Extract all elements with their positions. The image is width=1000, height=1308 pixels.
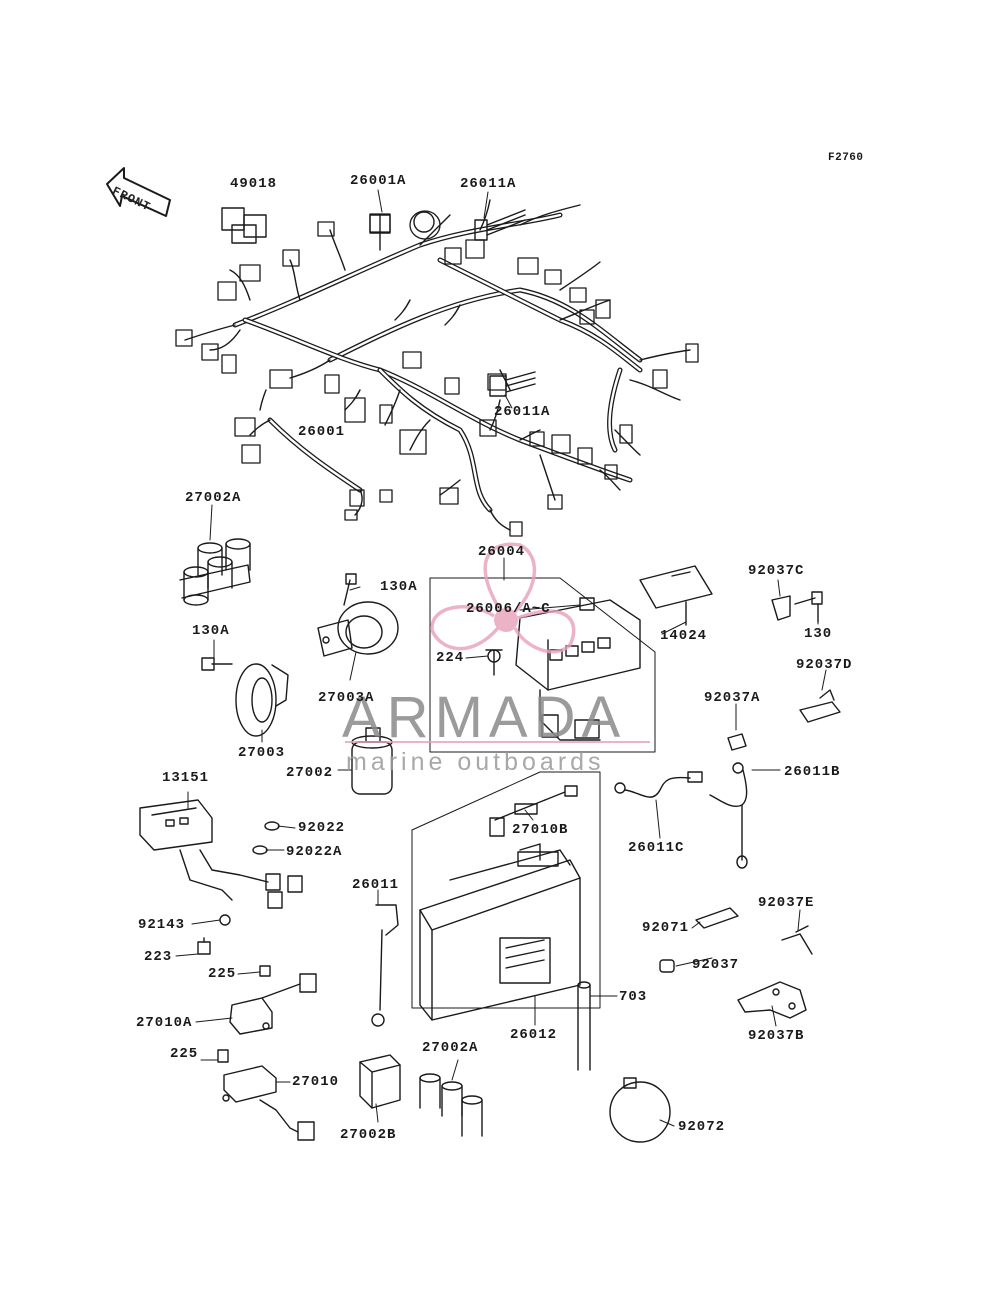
- callout-92143[interactable]: 92143: [138, 917, 186, 933]
- callout-27002[interactable]: 27002: [286, 765, 334, 781]
- part-26011A-top: [474, 209, 526, 241]
- watermark-brand: ARMADA: [342, 685, 627, 750]
- part-27003-horn: [201, 657, 289, 737]
- callout-26011A-mid[interactable]: 26011A: [494, 404, 551, 420]
- part-703-tube: [577, 981, 591, 1071]
- part-27002A-relays-bottom: [419, 1073, 483, 1137]
- part-26001A: [369, 211, 435, 234]
- part-27002A-relays-top: [179, 538, 251, 606]
- callout-26001A[interactable]: 26001A: [350, 173, 407, 189]
- part-27010B-fuse: [489, 785, 578, 837]
- callout-92037B[interactable]: 92037B: [748, 1028, 805, 1044]
- part-92022-washers: [252, 821, 280, 855]
- part-27010A-regulator: [229, 965, 317, 1035]
- callout-92071[interactable]: 92071: [642, 920, 690, 936]
- part-13151-switch-box: [139, 799, 303, 926]
- callout-130A-top[interactable]: 130A: [380, 579, 418, 595]
- callout-92037E[interactable]: 92037E: [758, 895, 815, 911]
- callout-49018[interactable]: 49018: [230, 176, 278, 192]
- part-92071-strip: [695, 907, 739, 929]
- part-26012-battery: [411, 771, 601, 1021]
- part-92037B-bracket: [737, 981, 807, 1019]
- callout-703[interactable]: 703: [619, 989, 648, 1005]
- part-49018-relay: [221, 207, 267, 244]
- figure-code: F2760: [828, 152, 864, 164]
- callout-92022A[interactable]: 92022A: [286, 844, 343, 860]
- part-92037E-bracket: [781, 925, 813, 955]
- part-223-bolt: [197, 937, 211, 955]
- part-92037-grommet: [659, 959, 675, 973]
- callout-13151[interactable]: 13151: [162, 770, 210, 786]
- callout-224[interactable]: 224: [436, 650, 465, 666]
- callout-92037C[interactable]: 92037C: [748, 563, 805, 579]
- leader-lines: [175, 189, 827, 1127]
- callout-225-top[interactable]: 225: [208, 966, 237, 982]
- callout-27002B[interactable]: 27002B: [340, 1127, 397, 1143]
- callout-26011[interactable]: 26011: [352, 877, 400, 893]
- callout-26004[interactable]: 26004: [478, 544, 526, 560]
- callout-27002A-top[interactable]: 27002A: [185, 490, 242, 506]
- harness-connectors: [175, 210, 699, 537]
- callout-130A-left[interactable]: 130A: [192, 623, 230, 639]
- callout-27010B[interactable]: 27010B: [512, 822, 569, 838]
- callout-27003A[interactable]: 27003A: [318, 690, 375, 706]
- callout-27002A-bottom[interactable]: 27002A: [422, 1040, 479, 1056]
- watermark-tagline: marine outboards: [346, 748, 605, 776]
- callout-92072[interactable]: 92072: [678, 1119, 726, 1135]
- part-26011-cable: [371, 904, 399, 1027]
- callout-26006[interactable]: 26006/A~C: [466, 601, 551, 617]
- part-92037D-bracket: [799, 689, 841, 723]
- callout-27010A[interactable]: 27010A: [136, 1015, 193, 1031]
- part-92037C-bracket: [771, 591, 823, 623]
- callout-225-bottom[interactable]: 225: [170, 1046, 199, 1062]
- junction-box-assembly: [429, 577, 656, 753]
- callout-92037A[interactable]: 92037A: [704, 690, 761, 706]
- front-arrow-icon: [106, 167, 171, 217]
- callout-130[interactable]: 130: [804, 626, 833, 642]
- callout-26001[interactable]: 26001: [298, 424, 346, 440]
- callout-26011A-top[interactable]: 26011A: [460, 176, 517, 192]
- part-27010-unit: [217, 1049, 315, 1141]
- armada-propeller-logo: [430, 542, 576, 654]
- part-26011B-cable: [709, 762, 748, 869]
- part-27002B-relay: [359, 1054, 401, 1109]
- callout-92037D[interactable]: 92037D: [796, 657, 853, 673]
- callout-14024[interactable]: 14024: [660, 628, 708, 644]
- part-26011A-mid: [489, 371, 536, 397]
- part-14024-label: [639, 565, 713, 626]
- callout-26011B[interactable]: 26011B: [784, 764, 841, 780]
- part-27003A-horn: [317, 573, 399, 657]
- callout-26012[interactable]: 26012: [510, 1027, 558, 1043]
- part-92037A-clamp: [727, 733, 747, 751]
- callout-27003[interactable]: 27003: [238, 745, 286, 761]
- callout-92037[interactable]: 92037: [692, 957, 740, 973]
- main-wiring-harness: [184, 199, 691, 531]
- callout-92022[interactable]: 92022: [298, 820, 346, 836]
- part-92072-band: [609, 1077, 671, 1143]
- callout-223[interactable]: 223: [144, 949, 173, 965]
- callout-26011C[interactable]: 26011C: [628, 840, 685, 856]
- callout-27010[interactable]: 27010: [292, 1074, 340, 1090]
- part-26011C-cable: [614, 771, 703, 798]
